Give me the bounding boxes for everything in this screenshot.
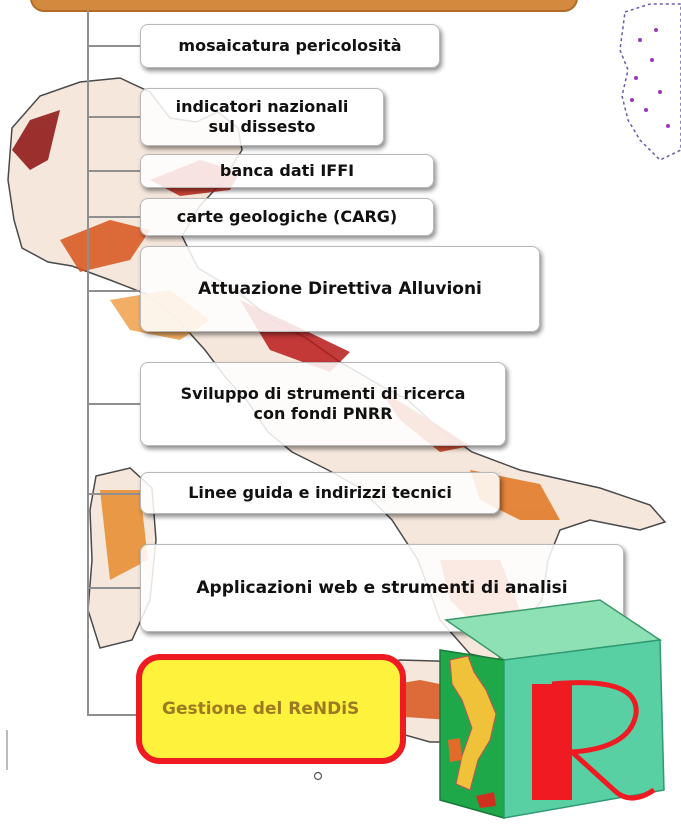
inset-map-fragment [619, 3, 681, 161]
branch-line-7 [88, 493, 140, 495]
branch-line-5 [88, 290, 140, 292]
node-label: carte geologiche (CARG) [176, 207, 398, 227]
node-label: sul dissesto [208, 117, 316, 136]
node-applicazioni-web: Applicazioni web e strumenti di analisi [140, 544, 624, 632]
node-direttiva-alluvioni: Attuazione Direttiva Alluvioni [140, 246, 540, 332]
branch-line-2 [88, 116, 140, 118]
node-linee-guida: Linee guida e indirizzi tecnici [140, 472, 500, 514]
node-mosaicatura: mosaicatura pericolosità [140, 24, 440, 68]
node-label: Attuazione Direttiva Alluvioni [198, 278, 482, 299]
node-label: con fondi PNRR [253, 404, 393, 423]
node-iffi: banca dati IFFI [140, 154, 434, 188]
branch-line-4 [88, 216, 140, 218]
node-label: Applicazioni web e strumenti di analisi [196, 577, 568, 598]
branch-line-1 [88, 45, 140, 47]
node-pnrr: Sviluppo di strumenti di ricerca con fon… [140, 362, 506, 446]
left-edge-tick [6, 730, 8, 770]
branch-line-8 [88, 587, 140, 589]
node-label: Linee guida e indirizzi tecnici [188, 483, 452, 503]
node-label: Sviluppo di strumenti di ricerca [180, 384, 466, 404]
node-label: indicatori nazionali [175, 97, 349, 117]
branch-line-3 [88, 170, 140, 172]
node-gestione-rendis: Gestione del ReNDiS [136, 654, 406, 764]
small-circle-mark [313, 771, 323, 781]
node-label: banca dati IFFI [219, 161, 355, 181]
tree-trunk-line [87, 10, 89, 716]
node-indicatori: indicatori nazionali sul dissesto [140, 88, 384, 146]
inset-map-dots [630, 28, 670, 128]
node-carg: carte geologiche (CARG) [140, 198, 434, 236]
node-label: mosaicatura pericolosità [178, 36, 402, 56]
branch-line-9 [88, 714, 138, 716]
highlight-label: Gestione del ReNDiS [162, 699, 360, 719]
branch-line-6 [88, 403, 140, 405]
header-bar [30, 0, 578, 12]
